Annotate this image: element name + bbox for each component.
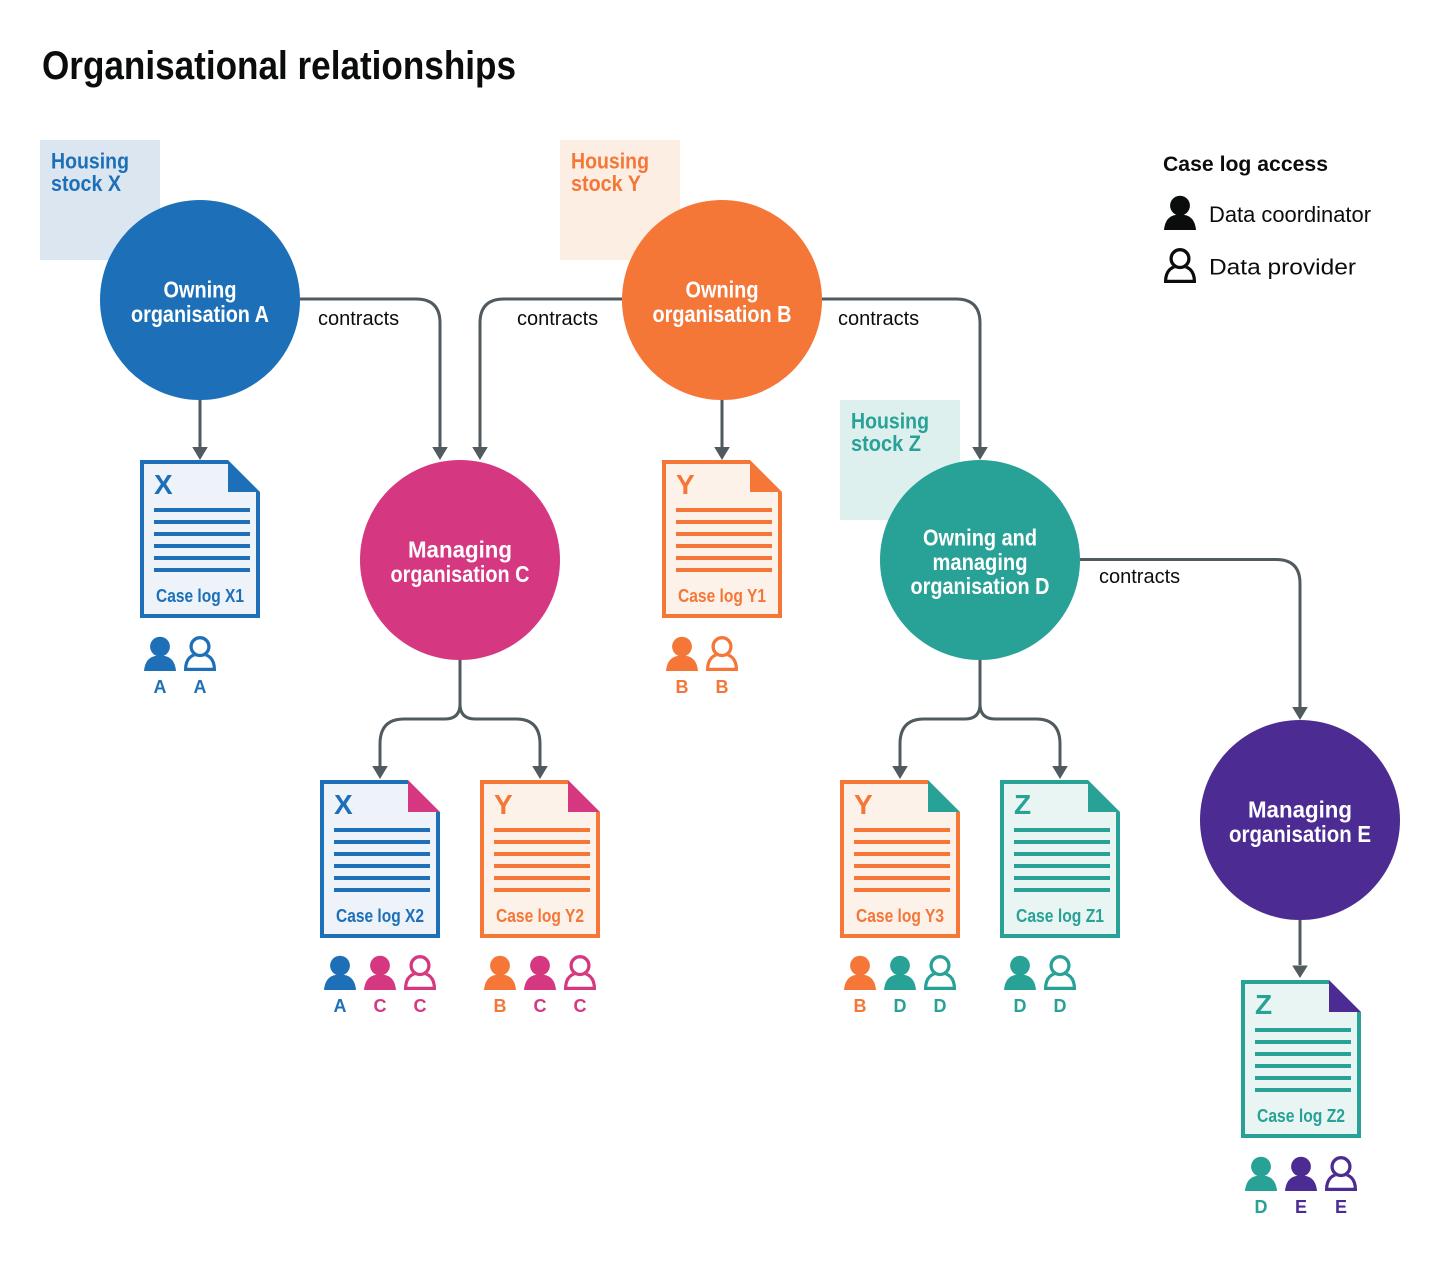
svg-text:E: E [1335, 1197, 1347, 1217]
svg-text:Case log access: Case log access [1163, 152, 1328, 176]
svg-text:E: E [1295, 1197, 1307, 1217]
svg-text:A: A [154, 677, 167, 697]
svg-text:Organisational relationships: Organisational relationships [42, 44, 516, 88]
svg-text:C: C [414, 996, 427, 1016]
svg-text:Case log X1: Case log X1 [156, 586, 244, 606]
svg-text:Owning and: Owning and [923, 524, 1037, 550]
svg-text:A: A [334, 996, 347, 1016]
svg-text:contracts: contracts [318, 308, 399, 330]
svg-text:Case log Z2: Case log Z2 [1257, 1106, 1345, 1126]
svg-text:Y: Y [676, 469, 695, 500]
svg-text:contracts: contracts [517, 308, 598, 330]
svg-text:managing: managing [933, 549, 1028, 575]
svg-text:organisation B: organisation B [653, 301, 792, 327]
svg-text:stock Y: stock Y [571, 171, 641, 196]
svg-text:Housing: Housing [51, 149, 129, 174]
svg-text:C: C [574, 996, 587, 1016]
svg-text:Data coordinator: Data coordinator [1209, 202, 1371, 227]
svg-text:C: C [534, 996, 547, 1016]
svg-text:organisation C: organisation C [391, 561, 530, 587]
svg-text:Case log X2: Case log X2 [336, 906, 424, 926]
svg-text:D: D [1255, 1197, 1268, 1217]
svg-text:A: A [194, 677, 207, 697]
svg-text:stock X: stock X [51, 171, 121, 196]
svg-text:C: C [374, 996, 387, 1016]
svg-text:D: D [894, 996, 907, 1016]
svg-text:D: D [934, 996, 947, 1016]
svg-text:D: D [1054, 996, 1067, 1016]
svg-text:B: B [716, 677, 729, 697]
svg-text:D: D [1014, 996, 1027, 1016]
svg-text:Data provider: Data provider [1209, 255, 1357, 280]
svg-text:B: B [676, 677, 689, 697]
svg-text:Managing: Managing [408, 537, 512, 563]
svg-text:X: X [154, 469, 173, 500]
svg-text:organisation A: organisation A [131, 301, 269, 327]
svg-text:Z: Z [1255, 989, 1272, 1020]
svg-text:organisation D: organisation D [911, 573, 1050, 599]
svg-text:Y: Y [494, 789, 513, 820]
svg-text:Case log Y2: Case log Y2 [496, 906, 584, 926]
svg-text:Z: Z [1014, 789, 1031, 820]
svg-text:Managing: Managing [1248, 797, 1352, 823]
svg-text:stock Z: stock Z [851, 431, 921, 456]
svg-text:Case log Y1: Case log Y1 [678, 586, 766, 606]
svg-text:Housing: Housing [851, 409, 929, 434]
svg-text:contracts: contracts [1099, 566, 1180, 588]
svg-text:Owning: Owning [164, 277, 237, 303]
svg-text:organisation E: organisation E [1229, 821, 1371, 847]
svg-text:X: X [334, 789, 353, 820]
svg-text:Housing: Housing [571, 149, 649, 174]
svg-text:Case log Z1: Case log Z1 [1016, 906, 1104, 926]
svg-text:B: B [854, 996, 867, 1016]
svg-text:Owning: Owning [686, 277, 759, 303]
svg-text:Case log Y3: Case log Y3 [856, 906, 944, 926]
svg-text:contracts: contracts [838, 308, 919, 330]
svg-text:B: B [494, 996, 507, 1016]
svg-text:Y: Y [854, 789, 873, 820]
